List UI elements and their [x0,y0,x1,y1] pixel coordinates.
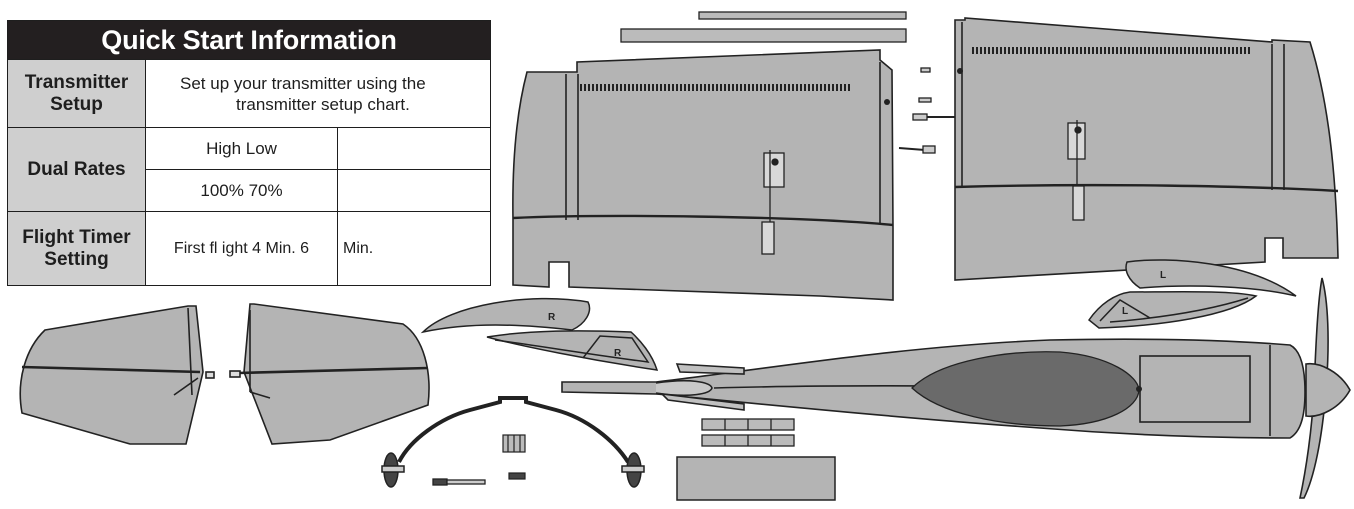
wing-bolt-hole-left [884,99,890,105]
transmitter-setup-label-line1: Transmitter [24,71,129,93]
transmitter-setup-text-line1: Set up your transmitter using the [180,73,426,93]
flight-timer-value-b: Min. [337,211,491,286]
canopy-latch [1136,386,1142,392]
wheel-left [381,452,405,488]
tail-wheel [432,478,486,486]
wing-panel-left [512,49,894,301]
propeller [1299,277,1351,499]
battery-hatch [676,456,836,501]
wing-bolts [701,418,795,447]
aileron-servo-left [761,150,785,255]
dual-rates-label: Dual Rates [7,127,146,212]
spar-tube-long [620,28,907,43]
dual-rates-header: High Low [145,127,338,170]
wing-fairing-left [1087,259,1297,329]
table-title: Quick Start Information [7,20,491,60]
aileron-servo-right [1067,120,1086,221]
quick-start-table: Quick Start Information Transmitter Setu… [7,20,491,286]
dual-rates-extra-header [337,127,491,170]
flight-timer-label-line2: Setting [44,248,109,270]
transmitter-setup-value: Set up your transmitter using the transm… [145,59,491,128]
fairing-label-l: L [1160,270,1166,281]
wing-fairing-right [420,297,659,371]
horizontal-stabilizer-left [19,305,215,445]
flight-timer-label: Flight Timer Setting [7,211,146,286]
transmitter-setup-text-line2: transmitter setup chart. [236,94,410,114]
gear-bracket [502,434,526,480]
fairing-label-r: R [548,312,556,323]
dual-rates-extra-values [337,169,491,212]
wing-bolt-hole-right [957,68,963,74]
wing-hardware [898,67,955,154]
fairing-label-l-inner: L [1122,306,1128,317]
landing-gear [397,396,630,464]
horizontal-stabilizer-right [229,303,430,445]
transmitter-setup-label-line2: Setup [50,93,103,115]
wing-panel-right [954,17,1339,281]
fairing-label-r-inner: R [614,348,622,359]
flight-timer-value-a: First fl ight 4 Min. 6 [145,211,338,286]
spar-tube-short [698,11,907,20]
dual-rates-values: 100% 70% [145,169,338,212]
wheel-right [621,452,645,488]
flight-timer-label-line1: Flight Timer [22,226,131,248]
